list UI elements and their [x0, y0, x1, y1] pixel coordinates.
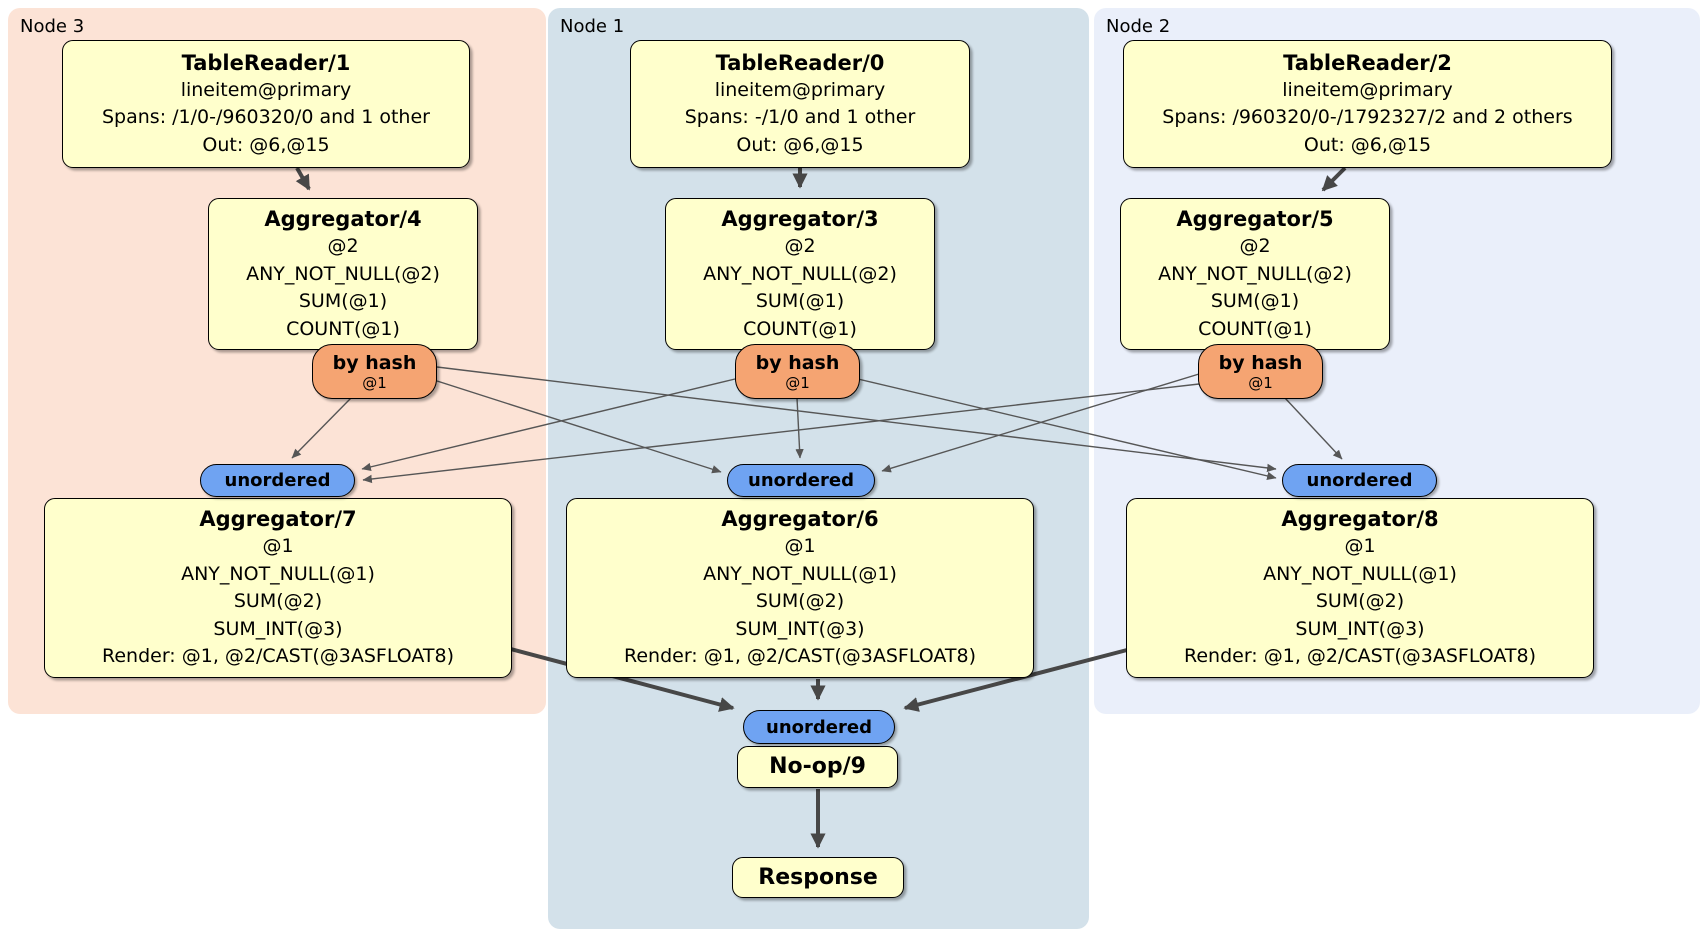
edge-router1-sync3 — [361, 378, 736, 471]
router-label: by hash — [755, 351, 840, 374]
render-expr: Render: @1, @2/CAST(@3ASFLOAT8) — [1184, 645, 1536, 668]
processor-index: lineitem@primary — [1282, 78, 1453, 101]
processor-aggregator-3: Aggregator/3 @2 ANY_NOT_NULL(@2) SUM(@1)… — [665, 198, 935, 350]
agg-func: ANY_NOT_NULL(@2) — [703, 262, 897, 285]
processor-aggregator-6: Aggregator/6 @1 ANY_NOT_NULL(@1) SUM(@2)… — [566, 498, 1034, 678]
agg-func: COUNT(@1) — [286, 317, 400, 340]
processor-title: TableReader/1 — [181, 50, 351, 75]
processor-tablereader-0: TableReader/0 lineitem@primary Spans: -/… — [630, 40, 970, 168]
processor-spans: Spans: /960320/0-/1792327/2 and 2 others — [1162, 106, 1573, 129]
agg-func: COUNT(@1) — [743, 317, 857, 340]
agg-func: ANY_NOT_NULL(@1) — [1263, 562, 1457, 585]
group-cols: @2 — [327, 235, 359, 257]
agg-func: SUM(@2) — [755, 590, 845, 613]
edge-tablereader2-aggregator5 — [1321, 166, 1347, 192]
group-cols: @1 — [784, 535, 816, 558]
sync-label: unordered — [748, 470, 854, 491]
edge-router3-sync3 — [291, 397, 352, 459]
sync-unordered-node1: unordered — [727, 464, 875, 497]
edge-router1-sync1 — [795, 397, 804, 459]
sync-unordered-node2: unordered — [1282, 464, 1437, 497]
sync-label: unordered — [1306, 470, 1413, 491]
processor-title: Aggregator/6 — [721, 507, 879, 532]
group-cols: @2 — [1239, 235, 1271, 257]
edge-tablereader1-aggregator4 — [295, 167, 311, 191]
processor-out: Out: @6,@15 — [736, 133, 864, 156]
processor-noop-9: No-op/9 — [737, 746, 898, 788]
processor-title: Aggregator/5 — [1176, 207, 1334, 231]
agg-func: SUM(@2) — [233, 590, 323, 613]
edge-router2-sync2 — [1284, 397, 1343, 460]
sync-label: unordered — [766, 716, 872, 738]
processor-title: TableReader/2 — [1283, 50, 1452, 75]
processor-aggregator-7: Aggregator/7 @1 ANY_NOT_NULL(@1) SUM(@2)… — [44, 498, 512, 678]
processor-index: lineitem@primary — [714, 78, 886, 101]
render-expr: Render: @1, @2/CAST(@3ASFLOAT8) — [624, 645, 976, 668]
processor-aggregator-8: Aggregator/8 @1 ANY_NOT_NULL(@1) SUM(@2)… — [1126, 498, 1594, 678]
agg-func: ANY_NOT_NULL(@2) — [246, 262, 440, 285]
agg-func: SUM(@1) — [1210, 290, 1300, 312]
sync-unordered-final: unordered — [743, 710, 895, 744]
edge-router3-sync1 — [436, 380, 722, 474]
agg-func: ANY_NOT_NULL(@1) — [703, 562, 897, 585]
hash-router-node2: by hash @1 — [1198, 344, 1323, 399]
region-node2-label: Node 2 — [1106, 16, 1171, 37]
render-expr: Render: @1, @2/CAST(@3ASFLOAT8) — [102, 645, 454, 668]
processor-index: lineitem@primary — [180, 78, 352, 101]
group-cols: @1 — [262, 535, 294, 558]
processor-spans: Spans: /1/0-/960320/0 and 1 other — [102, 106, 430, 129]
region-node1-label: Node 1 — [560, 16, 625, 37]
edge-router2-sync3 — [362, 383, 1200, 484]
agg-func: COUNT(@1) — [1198, 317, 1312, 340]
edge-router1-sync2 — [857, 378, 1277, 481]
processor-title: Aggregator/7 — [199, 507, 357, 532]
router-hash-key: @1 — [362, 373, 387, 392]
processor-title: No-op/9 — [769, 754, 866, 779]
router-label: by hash — [332, 351, 417, 374]
processor-title: Aggregator/8 — [1281, 507, 1439, 532]
edge-aggregator8-final-sync — [903, 648, 1128, 712]
sync-label: unordered — [224, 470, 331, 491]
agg-func: ANY_NOT_NULL(@2) — [1158, 262, 1352, 285]
edge-router2-sync1 — [881, 373, 1200, 473]
group-cols: @2 — [784, 235, 816, 257]
processor-out: Out: @6,@15 — [1303, 133, 1432, 156]
processor-title: TableReader/0 — [715, 50, 885, 75]
hash-router-node1: by hash @1 — [735, 344, 860, 399]
agg-func: SUM(@1) — [298, 290, 388, 312]
processor-title: Aggregator/3 — [721, 207, 879, 231]
processor-spans: Spans: -/1/0 and 1 other — [684, 106, 916, 129]
agg-func: SUM_INT(@3) — [1295, 617, 1425, 640]
processor-response: Response — [732, 857, 904, 898]
agg-func: SUM(@2) — [1315, 590, 1405, 613]
processor-title: Response — [758, 864, 878, 890]
agg-func: ANY_NOT_NULL(@1) — [181, 562, 375, 585]
processor-title: Aggregator/4 — [264, 207, 422, 231]
processor-tablereader-2: TableReader/2 lineitem@primary Spans: /9… — [1123, 40, 1612, 168]
processor-aggregator-5: Aggregator/5 @2 ANY_NOT_NULL(@2) SUM(@1)… — [1120, 198, 1390, 350]
processor-out: Out: @6,@15 — [202, 133, 330, 156]
router-hash-key: @1 — [1248, 373, 1273, 392]
hash-router-node3: by hash @1 — [312, 344, 437, 399]
agg-func: SUM_INT(@3) — [213, 617, 343, 640]
edge-aggregator7-final-sync — [506, 646, 735, 712]
agg-func: SUM(@1) — [755, 290, 845, 312]
region-node3-label: Node 3 — [20, 16, 85, 37]
group-cols: @1 — [1344, 535, 1376, 558]
router-label: by hash — [1218, 351, 1303, 374]
agg-func: SUM_INT(@3) — [735, 617, 865, 640]
edge-router3-sync2 — [436, 366, 1277, 473]
router-hash-key: @1 — [785, 373, 810, 392]
sync-unordered-node3: unordered — [200, 464, 355, 497]
processor-tablereader-1: TableReader/1 lineitem@primary Spans: /1… — [62, 40, 470, 168]
processor-aggregator-4: Aggregator/4 @2 ANY_NOT_NULL(@2) SUM(@1)… — [208, 198, 478, 350]
